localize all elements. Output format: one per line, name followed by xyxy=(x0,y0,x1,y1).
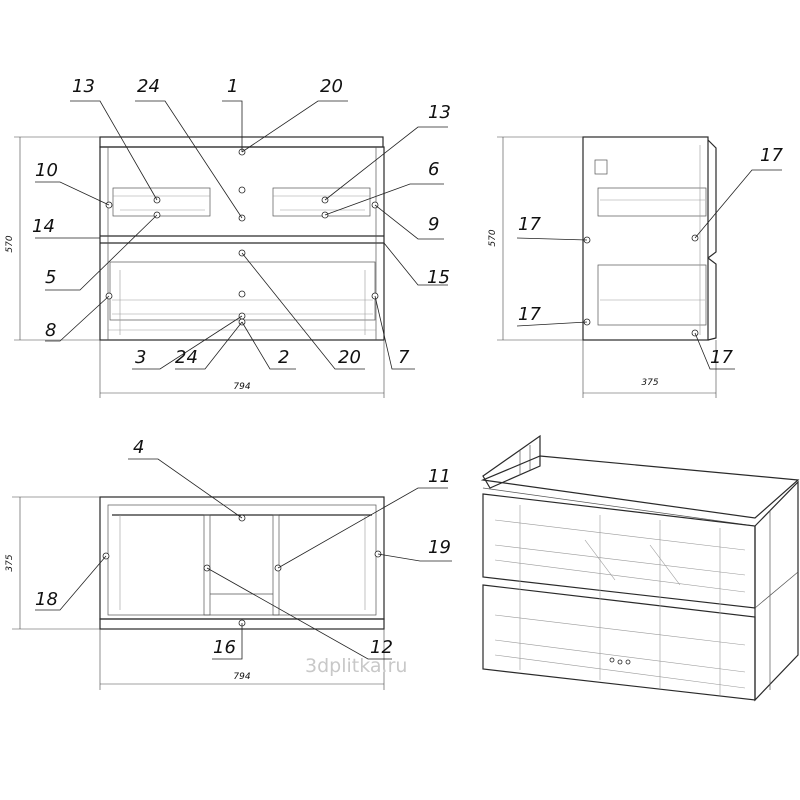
callout-10: 10 xyxy=(35,160,58,181)
callout-6: 6 xyxy=(428,159,439,180)
side-height-dim: 570 xyxy=(488,229,498,246)
front-height-dim: 570 xyxy=(5,235,15,252)
callout-15: 15 xyxy=(427,267,450,288)
callout-1: 1 xyxy=(227,76,238,97)
callout-16: 16 xyxy=(213,637,236,658)
callout-24-bottom: 24 xyxy=(175,347,198,368)
callout-7: 7 xyxy=(398,347,410,368)
callout-5: 5 xyxy=(45,267,56,288)
callout-2: 2 xyxy=(278,347,289,368)
top-view: 375 794 4 11 19 18 16 12 xyxy=(5,437,452,690)
callout-13-right: 13 xyxy=(428,102,451,123)
top-width-dim: 794 xyxy=(233,672,250,682)
watermark: 3dplitka.ru xyxy=(305,655,407,677)
callout-3: 3 xyxy=(135,347,146,368)
callout-20-top: 20 xyxy=(320,76,343,97)
callout-24-top: 24 xyxy=(137,76,160,97)
callout-17-left-lower: 17 xyxy=(518,304,541,325)
callout-19: 19 xyxy=(428,537,451,558)
callout-12: 12 xyxy=(370,637,393,658)
side-view: 570 375 17 17 17 17 xyxy=(488,136,783,398)
front-view: 570 794 13 24 1 20 13 10 6 14 9 5 15 8 3… xyxy=(5,76,451,398)
callout-17-right-lower: 17 xyxy=(710,347,733,368)
callout-4: 4 xyxy=(133,437,144,458)
side-depth-dim: 375 xyxy=(641,378,658,388)
callout-11: 11 xyxy=(428,466,451,487)
callout-14: 14 xyxy=(32,216,55,237)
callout-9: 9 xyxy=(428,214,439,235)
callout-20-bottom: 20 xyxy=(338,347,361,368)
isometric-view xyxy=(480,434,800,702)
callout-8: 8 xyxy=(45,320,56,341)
callout-13-top-left: 13 xyxy=(72,76,95,97)
top-depth-dim: 375 xyxy=(5,554,15,571)
callout-17-right-upper: 17 xyxy=(760,145,783,166)
callout-17-left-upper: 17 xyxy=(518,214,541,235)
front-width-dim: 794 xyxy=(233,382,250,392)
callout-18: 18 xyxy=(35,589,58,610)
